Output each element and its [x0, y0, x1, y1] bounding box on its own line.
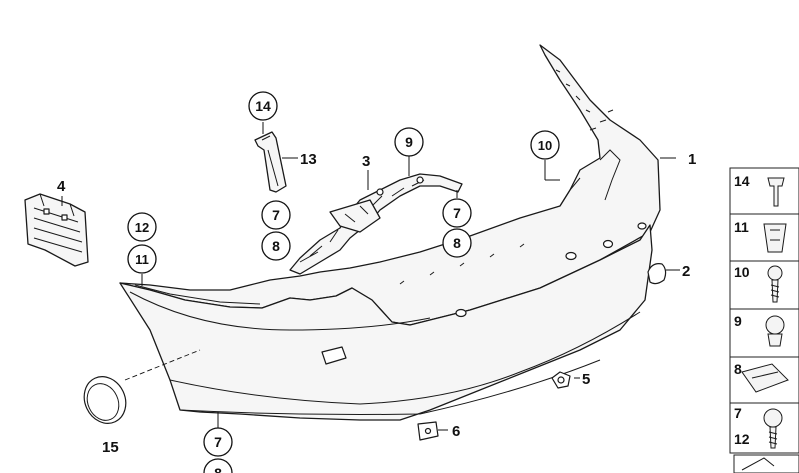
callout-4: 4	[57, 178, 66, 195]
svg-text:12: 12	[135, 220, 149, 235]
clip-6[interactable]	[417, 421, 439, 441]
svg-text:9: 9	[405, 134, 413, 150]
hardware-legend: 14 11 10 9 8	[729, 167, 799, 473]
svg-text:9: 9	[734, 313, 742, 329]
svg-text:7: 7	[453, 205, 461, 221]
support-bracket-13[interactable]	[254, 131, 287, 193]
push-nut-icon	[765, 315, 785, 335]
callout-7a-circle: 7	[261, 200, 291, 230]
callout-6: 6	[452, 423, 460, 440]
clip-nut-icon	[741, 363, 789, 393]
cover-cap-2[interactable]	[647, 263, 667, 285]
legend-item-11[interactable]: 11	[729, 213, 799, 262]
callout-14-circle: 14	[248, 91, 278, 121]
callout-5: 5	[582, 371, 590, 388]
svg-text:14: 14	[734, 173, 750, 189]
legend-item-7-12[interactable]: 7 12	[729, 402, 799, 454]
svg-text:7: 7	[214, 434, 222, 450]
reflector-15[interactable]	[77, 370, 134, 430]
callout-10-circle: 10	[530, 130, 560, 160]
callout-1: 1	[688, 151, 696, 168]
callout-7b-circle: 7	[442, 198, 472, 228]
callout-15: 15	[102, 439, 119, 456]
callout-12-circle: 12	[127, 212, 157, 242]
callout-7c-circle: 7	[203, 427, 233, 457]
callout-8c-circle: 8	[203, 458, 233, 473]
svg-text:13: 13	[300, 151, 317, 168]
svg-text:4: 4	[57, 178, 66, 195]
svg-text:8: 8	[272, 238, 280, 254]
screw-icon	[767, 265, 783, 281]
svg-text:8: 8	[453, 235, 461, 251]
callout-2: 2	[682, 263, 690, 280]
grille-insert-4[interactable]	[24, 193, 89, 267]
svg-text:3: 3	[362, 153, 370, 170]
rear-bumper-cover[interactable]	[119, 44, 661, 421]
legend-item-14[interactable]: 14	[729, 167, 799, 215]
svg-text:10: 10	[734, 264, 750, 280]
callout-11-circle: 11	[127, 244, 157, 274]
plastic-nut-icon	[763, 223, 787, 253]
legend-item-partial	[733, 454, 799, 473]
arrow-icon	[741, 457, 775, 471]
legend-item-10[interactable]: 10	[729, 260, 799, 310]
svg-text:1: 1	[688, 151, 696, 168]
svg-text:5: 5	[582, 371, 590, 388]
callout-8a-circle: 8	[261, 231, 291, 261]
svg-text:11: 11	[734, 219, 749, 235]
svg-text:10: 10	[538, 138, 552, 153]
svg-text:7: 7	[272, 207, 280, 223]
svg-text:11: 11	[135, 252, 149, 267]
callout-13: 13	[300, 151, 317, 168]
svg-text:15: 15	[102, 439, 119, 456]
svg-text:7: 7	[734, 405, 742, 421]
callout-3: 3	[362, 153, 370, 170]
expanding-rivet-icon	[767, 177, 785, 207]
bracket-carrier[interactable]	[289, 173, 463, 275]
svg-text:6: 6	[452, 423, 460, 440]
svg-text:12: 12	[734, 431, 750, 447]
hex-bolt-icon	[763, 408, 783, 428]
svg-text:14: 14	[255, 98, 271, 114]
svg-text:2: 2	[682, 263, 690, 280]
legend-item-8[interactable]: 8	[729, 356, 799, 404]
callout-9-circle: 9	[394, 127, 424, 157]
svg-text:8: 8	[734, 361, 742, 377]
leader-lines	[61, 122, 680, 431]
callout-8b-circle: 8	[442, 228, 472, 258]
nut-5[interactable]	[551, 371, 571, 389]
legend-item-9[interactable]: 9	[729, 308, 799, 358]
svg-text:8: 8	[214, 465, 222, 473]
